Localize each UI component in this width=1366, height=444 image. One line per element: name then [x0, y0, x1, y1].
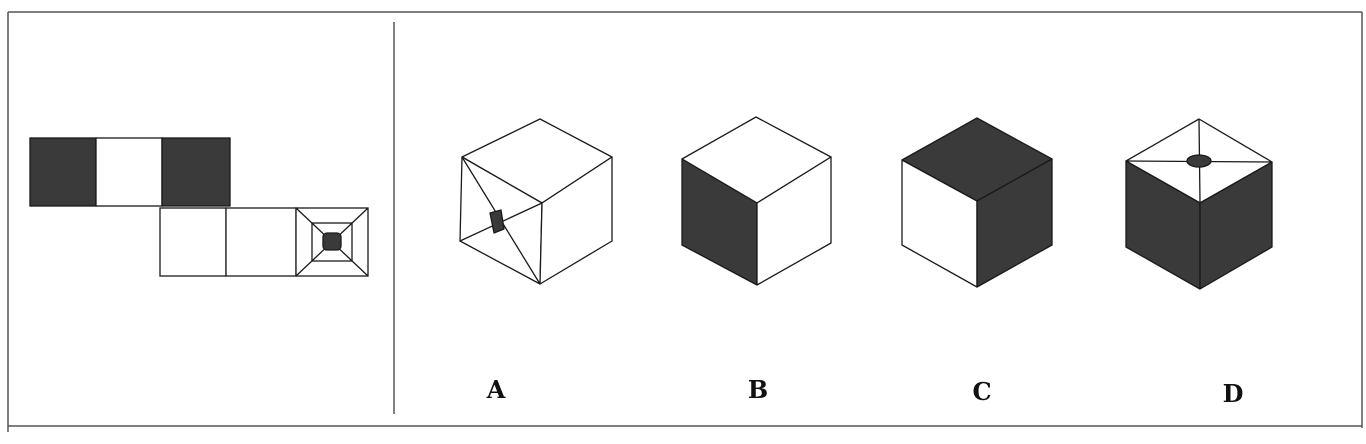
cube-a-pattern-center-dot	[489, 209, 505, 234]
puzzle-frame	[7, 11, 1363, 432]
net-square-white-3	[225, 207, 297, 277]
net-pattern-inner-square	[311, 222, 353, 262]
cube-d-right-face	[1199, 161, 1273, 290]
net-square-dark-2	[161, 137, 231, 207]
option-label-c[interactable]: C	[972, 377, 991, 406]
net-square-white-1	[95, 137, 163, 207]
net-pattern-center-dot	[322, 232, 342, 251]
cube-a-right-face	[539, 156, 613, 285]
option-label-a[interactable]: A	[486, 375, 506, 404]
net-square-dark-1	[29, 137, 97, 207]
option-label-d[interactable]: D	[1223, 379, 1244, 408]
cube-d-pattern-center-dot	[1186, 154, 1212, 168]
cube-option-d[interactable]	[1125, 118, 1273, 290]
net-square-white-2	[159, 207, 227, 277]
cube-c-right-face	[976, 158, 1053, 288]
cube-option-c[interactable]	[901, 117, 1053, 288]
cube-option-a[interactable]	[459, 118, 613, 285]
cube-option-b[interactable]	[681, 116, 832, 286]
cube-net	[29, 137, 369, 277]
option-label-b[interactable]: B	[748, 375, 768, 404]
cube-b-right-face	[756, 156, 832, 286]
